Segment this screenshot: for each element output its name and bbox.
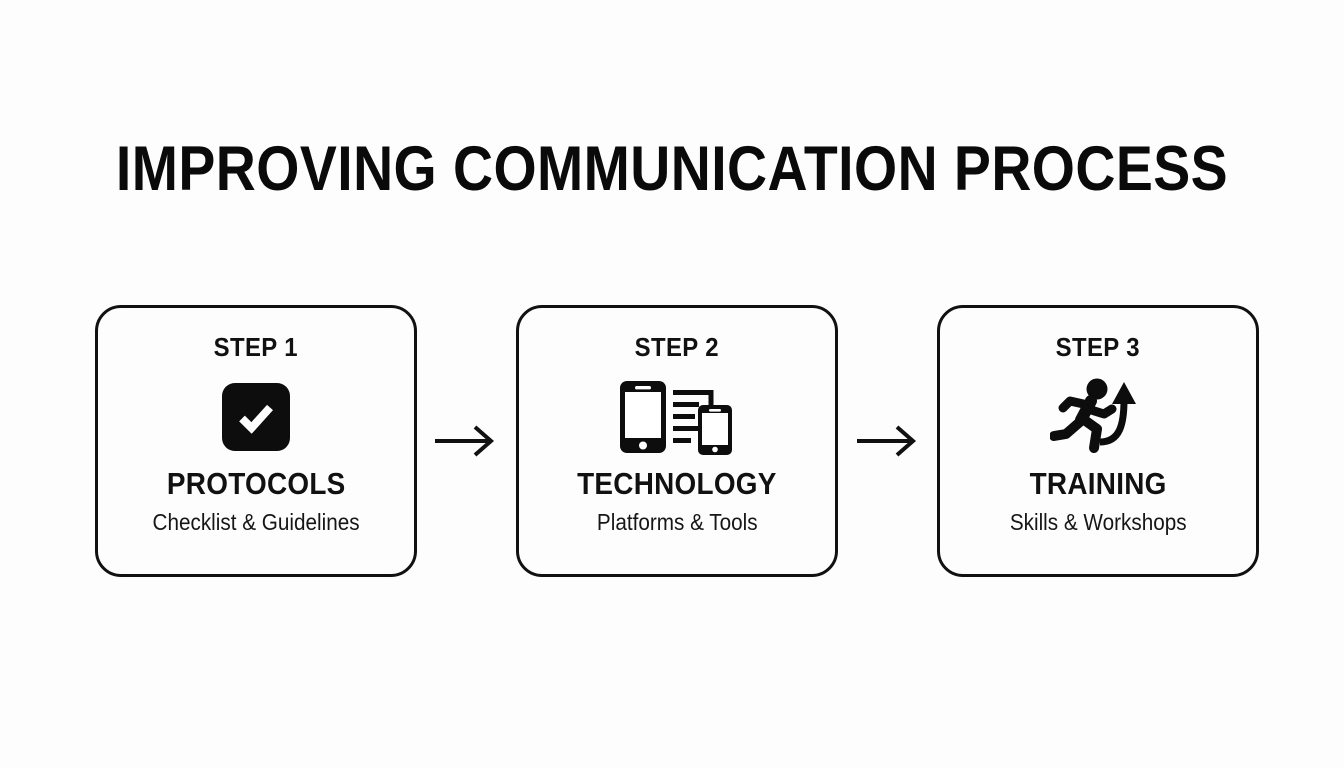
step-label-3: STEP 3 bbox=[1056, 332, 1141, 362]
step-title-2: TECHNOLOGY bbox=[577, 466, 777, 501]
arrow-right-icon bbox=[435, 425, 495, 457]
step-icon-3 bbox=[1050, 374, 1146, 460]
step-title-1: PROTOCOLS bbox=[166, 466, 346, 501]
connector-2 bbox=[838, 421, 938, 461]
running-person-arrow-icon bbox=[1050, 378, 1137, 453]
page-title: IMPROVING COMMUNICATION PROCESS bbox=[115, 134, 1229, 204]
step-label-1: STEP 1 bbox=[213, 332, 298, 362]
step-card-1[interactable]: STEP 1 PROTOCOLS Checklist & Guidelines bbox=[95, 305, 417, 577]
step-subtitle-2: Platforms & Tools bbox=[596, 509, 758, 535]
step-icon-1 bbox=[221, 374, 290, 460]
checkbox-check-icon bbox=[221, 383, 290, 451]
step-icon-2 bbox=[618, 374, 736, 460]
mobile-devices-icon bbox=[620, 381, 732, 455]
connector-1 bbox=[417, 421, 517, 461]
step-subtitle-1: Checklist & Guidelines bbox=[152, 509, 360, 535]
step-card-3[interactable]: STEP 3 bbox=[937, 305, 1259, 577]
step-title-3: TRAINING bbox=[1029, 466, 1167, 501]
arrow-right-icon bbox=[856, 425, 916, 457]
step-subtitle-3: Skills & Workshops bbox=[1009, 509, 1187, 535]
step-label-2: STEP 2 bbox=[634, 332, 720, 362]
step-card-2[interactable]: STEP 2 bbox=[516, 305, 838, 577]
process-flow: STEP 1 PROTOCOLS Checklist & Guidelines … bbox=[95, 305, 1259, 577]
